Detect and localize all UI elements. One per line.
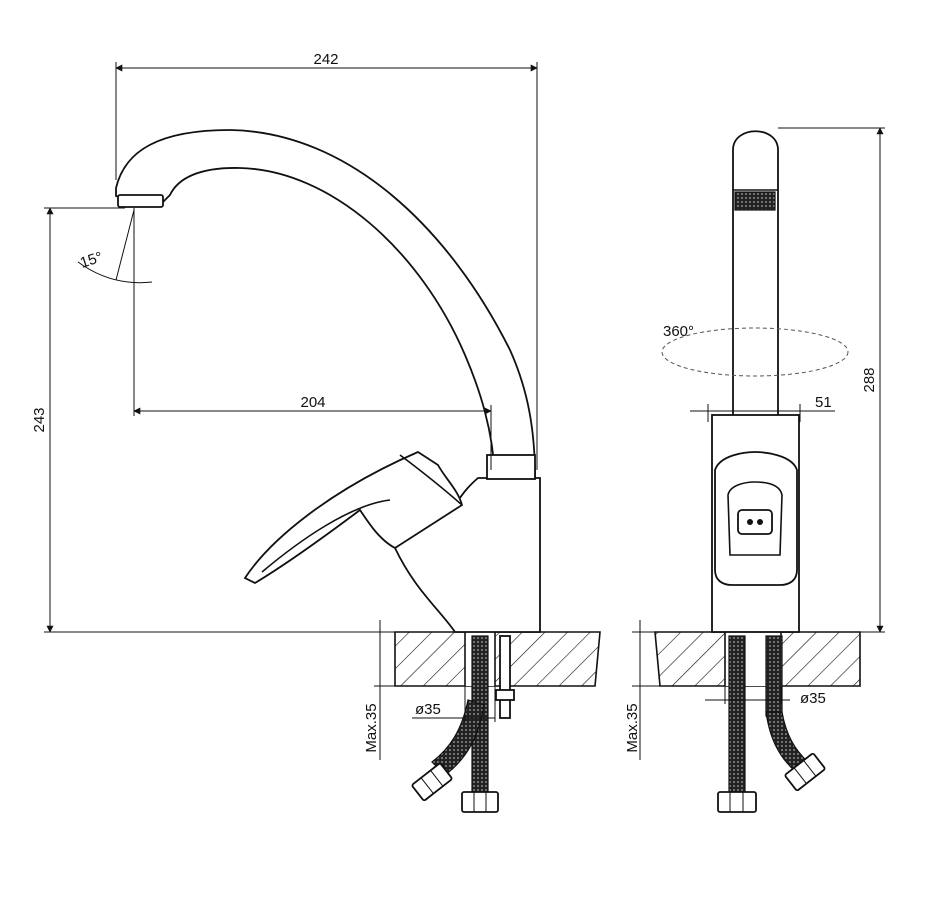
spout-side [115,129,536,479]
counter-section-left [394,631,601,687]
dim-max-right-label: Max.35 [624,703,641,752]
aerator-side [117,194,164,208]
rotation-ellipse [661,327,849,377]
fixing-stud-side [499,635,511,719]
front-view: 360° 288 51 Max.35 [624,127,885,813]
hose-right-front [765,635,783,717]
side-view: 242 204 243 15° Max.35 ø35 [31,51,601,813]
dim-width-label: 242 [313,51,338,68]
hose-nut-angled-right [784,752,826,792]
angle-15-label: 15° [78,249,105,272]
hose-left-front [728,635,746,797]
dim-total-height-label: 288 [861,367,878,392]
dim-max-left-label: Max.35 [363,703,380,752]
hose-nut-angled-left [411,762,453,802]
dim-dia-right-label: ø35 [800,690,826,707]
dim-reach-label: 204 [300,394,325,411]
faucet-body-side [393,477,541,633]
angle-arc-15 [77,261,153,284]
dim-spout-height-label: 243 [31,407,48,432]
hose-nut-straight-left [461,791,499,813]
aerator-front [734,191,776,211]
collar-side [486,454,536,480]
hot-cold-indicator [737,509,773,535]
spout-front [732,130,779,461]
rotation-360-label: 360° [663,323,694,340]
dim-dia-left-label: ø35 [415,701,441,718]
hose-nut-straight-right [717,791,757,813]
dim-base-width-label: 51 [815,394,832,411]
